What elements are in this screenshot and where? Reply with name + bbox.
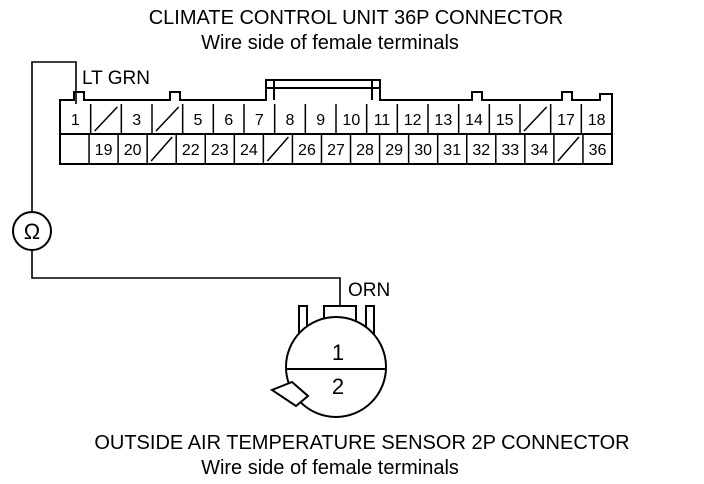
sensor-terminal-2: 2 (332, 374, 344, 399)
terminal-number: 5 (194, 112, 203, 129)
unused-cavity-mark (155, 106, 180, 132)
terminal-number: 36 (589, 142, 607, 159)
terminal-number: 20 (124, 142, 142, 159)
terminal-number: 33 (501, 142, 519, 159)
terminal-number: 27 (327, 142, 345, 159)
lt-grn-wire-label: LT GRN (82, 68, 150, 89)
terminal-number: 29 (385, 142, 403, 159)
connector-row-2: 19 20 22 23 24 26 27 28 29 30 31 32 33 34 36 (88, 134, 607, 164)
terminal-number: 1 (71, 112, 80, 129)
terminal-number: 30 (414, 142, 432, 159)
terminal-number: 6 (224, 112, 233, 129)
unused-cavity-mark (266, 136, 289, 162)
terminal-number: 15 (496, 112, 514, 129)
terminal-number: 24 (240, 142, 258, 159)
terminal-number: 9 (316, 112, 325, 129)
lt-grn-wire (31, 61, 341, 306)
terminal-number: 26 (298, 142, 316, 159)
bottom-connector-title: OUTSIDE AIR TEMPERATURE SENSOR 2P CONNEC… (94, 432, 629, 454)
terminal-number: 28 (356, 142, 374, 159)
terminal-number: 31 (443, 142, 461, 159)
terminal-number: 32 (472, 142, 490, 159)
terminal-number: 13 (434, 112, 452, 129)
terminal-number: 3 (132, 112, 141, 129)
terminal-number: 22 (182, 142, 200, 159)
sensor-terminal-1: 1 (332, 340, 344, 365)
terminal-number: 17 (557, 112, 575, 129)
terminal-number: 23 (211, 142, 229, 159)
bottom-connector-subtitle: Wire side of female terminals (201, 457, 459, 479)
terminal-number: 10 (342, 112, 360, 129)
ohmmeter-circle (12, 211, 52, 251)
terminal-number: 12 (404, 112, 422, 129)
unused-cavity-mark (523, 106, 548, 132)
terminal-number: 8 (286, 112, 295, 129)
top-connector-title: CLIMATE CONTROL UNIT 36P CONNECTOR (149, 7, 564, 29)
terminal-number: 34 (530, 142, 548, 159)
unused-cavity-mark (557, 136, 580, 162)
ohm-icon: Ω (24, 219, 40, 244)
terminal-number: 19 (95, 142, 113, 159)
terminal-number: 7 (255, 112, 264, 129)
unused-cavity-mark (150, 136, 173, 162)
terminal-number: 14 (465, 112, 483, 129)
orn-wire-label: ORN (348, 280, 390, 301)
top-connector-subtitle: Wire side of female terminals (201, 32, 459, 54)
sensor-connector (269, 305, 387, 418)
terminal-number: 18 (588, 112, 606, 129)
terminal-number: 11 (374, 112, 391, 129)
unused-cavity-mark (94, 106, 118, 132)
